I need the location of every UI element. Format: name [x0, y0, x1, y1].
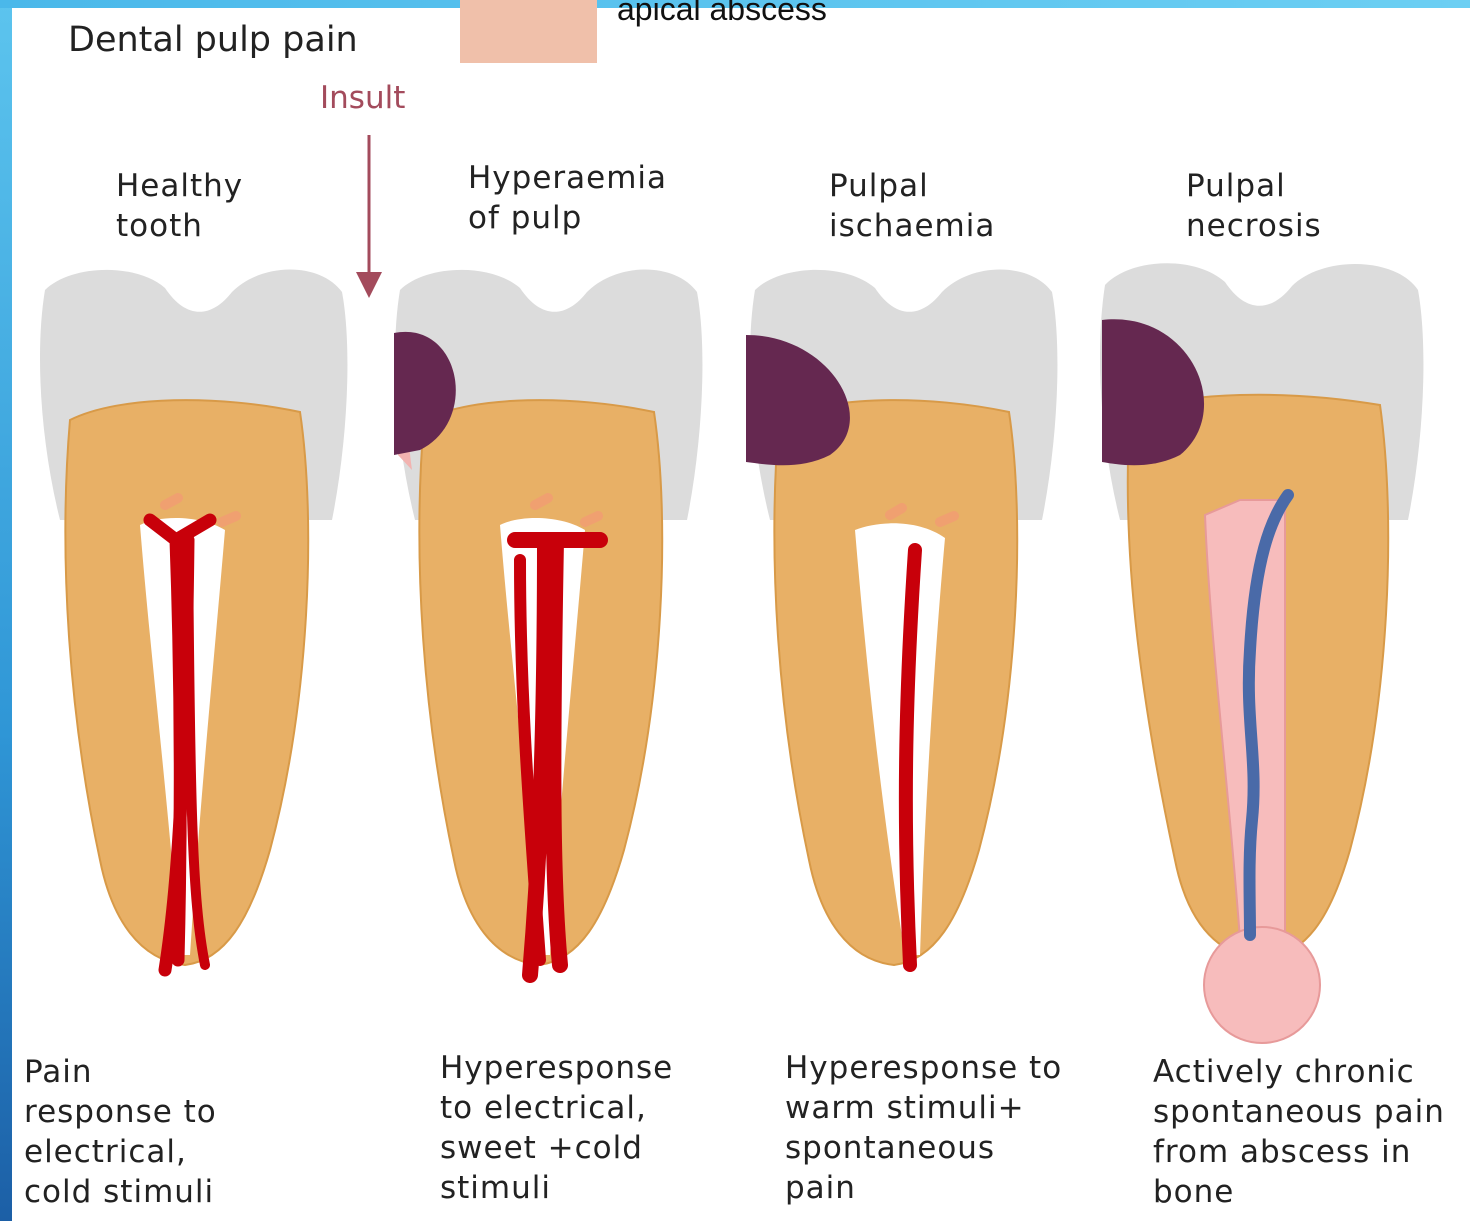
tooth-necrosis	[1100, 263, 1423, 1043]
caption-healthy: Pain response to electrical, cold stimul…	[24, 1052, 217, 1212]
tooth-hyperaemia	[394, 270, 702, 976]
caption-ischaemia: Hyperesponse to warm stimuli+ spontaneou…	[785, 1048, 1062, 1208]
caption-hyperaemia: Hyperesponse to electrical, sweet +cold …	[440, 1048, 673, 1208]
apical-abscess-circle	[1204, 927, 1320, 1043]
tooth-healthy	[40, 270, 347, 971]
caption-necrosis: Actively chronic spontaneous pain from a…	[1153, 1052, 1445, 1212]
insult-arrow	[356, 135, 382, 298]
tooth-ischaemia	[746, 270, 1057, 966]
